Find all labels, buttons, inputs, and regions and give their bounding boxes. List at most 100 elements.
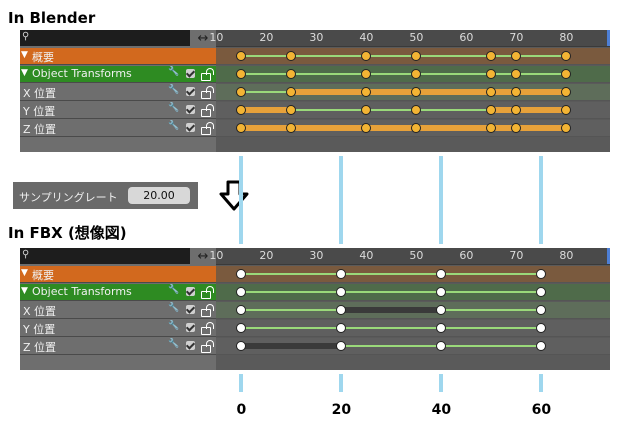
keyframe-track[interactable] [216,284,610,301]
keyframe-track[interactable] [216,66,610,83]
mute-checkbox[interactable] [186,287,195,296]
keyframe-point[interactable] [536,341,547,351]
keyframe-point[interactable] [361,87,372,97]
keyframe-point[interactable] [336,323,347,333]
expand-triangle-icon[interactable]: ▼ [21,286,28,296]
keyframe-point[interactable] [361,105,372,115]
channel-row[interactable]: ▼Object Transforms🔧 [20,66,216,83]
keyframe-point[interactable] [561,123,572,133]
search-input[interactable]: ⚲ [20,30,190,46]
wrench-icon[interactable]: 🔧 [168,303,180,313]
channel-row[interactable]: X 位置🔧 [20,84,216,101]
wrench-icon[interactable]: 🔧 [168,121,180,131]
channel-row[interactable]: ▼概要 [20,266,216,283]
search-input[interactable]: ⚲ [20,248,190,264]
keyframe-point[interactable] [436,323,447,333]
keyframe-point[interactable] [286,123,297,133]
lock-icon[interactable] [201,122,214,135]
keyframe-point[interactable] [236,269,247,279]
keyframe-point[interactable] [286,69,297,79]
keyframe-point[interactable] [536,323,547,333]
channel-row[interactable]: Z 位置🔧 [20,120,216,137]
keyframe-point[interactable] [536,287,547,297]
keyframe-point[interactable] [486,123,497,133]
keyframe-point[interactable] [511,87,522,97]
keyframe-track[interactable] [216,84,610,101]
keyframe-point[interactable] [511,105,522,115]
keyframe-point[interactable] [511,51,522,61]
keyframe-point[interactable] [286,87,297,97]
lock-icon[interactable] [201,68,214,81]
keyframe-point[interactable] [436,341,447,351]
keyframe-point[interactable] [561,87,572,97]
keyframe-point[interactable] [486,87,497,97]
keyframe-track[interactable] [216,320,610,337]
mute-checkbox[interactable] [186,105,195,114]
keyframe-point[interactable] [286,51,297,61]
keyframe-point[interactable] [361,69,372,79]
keyframe-point[interactable] [236,51,247,61]
keyframe-point[interactable] [236,323,247,333]
keyframe-point[interactable] [236,123,247,133]
wrench-icon[interactable]: 🔧 [168,339,180,349]
keyframe-point[interactable] [511,69,522,79]
expand-triangle-icon[interactable]: ▼ [21,68,28,78]
lock-icon[interactable] [201,340,214,353]
keyframe-point[interactable] [336,269,347,279]
keyframe-point[interactable] [236,87,247,97]
keyframe-point[interactable] [486,69,497,79]
keyframe-point[interactable] [486,51,497,61]
keyframe-point[interactable] [236,287,247,297]
keyframe-point[interactable] [336,287,347,297]
keyframe-point[interactable] [236,105,247,115]
channel-row[interactable]: Y 位置🔧 [20,102,216,119]
keyframe-point[interactable] [411,105,422,115]
keyframe-point[interactable] [236,341,247,351]
channel-row[interactable]: Z 位置🔧 [20,338,216,355]
keyframe-point[interactable] [561,105,572,115]
mute-checkbox[interactable] [186,305,195,314]
keyframe-point[interactable] [561,51,572,61]
mute-checkbox[interactable] [186,341,195,350]
keyframe-point[interactable] [236,69,247,79]
keyframe-track[interactable] [216,48,610,65]
keyframe-point[interactable] [536,269,547,279]
wrench-icon[interactable]: 🔧 [168,85,180,95]
expand-triangle-icon[interactable]: ▼ [21,50,28,60]
keyframe-track[interactable] [216,120,610,137]
keyframe-point[interactable] [286,105,297,115]
keyframe-track[interactable] [216,266,610,283]
keyframe-point[interactable] [336,305,347,315]
mute-checkbox[interactable] [186,69,195,78]
keyframe-point[interactable] [236,305,247,315]
expand-triangle-icon[interactable]: ▼ [21,268,28,278]
keyframe-track[interactable] [216,338,610,355]
channel-row[interactable]: X 位置🔧 [20,302,216,319]
channel-row[interactable]: ▼概要 [20,48,216,65]
lock-icon[interactable] [201,286,214,299]
lock-icon[interactable] [201,322,214,335]
wrench-icon[interactable]: 🔧 [168,321,180,331]
wrench-icon[interactable]: 🔧 [168,67,180,77]
keyframe-point[interactable] [536,305,547,315]
keyframe-point[interactable] [561,69,572,79]
keyframe-point[interactable] [436,269,447,279]
keyframe-point[interactable] [436,305,447,315]
keyframe-point[interactable] [411,87,422,97]
keyframe-point[interactable] [361,123,372,133]
keyframe-point[interactable] [361,51,372,61]
keyframe-point[interactable] [411,123,422,133]
channel-row[interactable]: Y 位置🔧 [20,320,216,337]
keyframe-track[interactable] [216,302,610,319]
keyframe-point[interactable] [436,287,447,297]
sampling-rate-value[interactable]: 20.00 [128,187,190,204]
mute-checkbox[interactable] [186,323,195,332]
lock-icon[interactable] [201,86,214,99]
keyframe-point[interactable] [411,51,422,61]
keyframe-point[interactable] [411,69,422,79]
mute-checkbox[interactable] [186,87,195,96]
lock-icon[interactable] [201,304,214,317]
keyframe-point[interactable] [486,105,497,115]
